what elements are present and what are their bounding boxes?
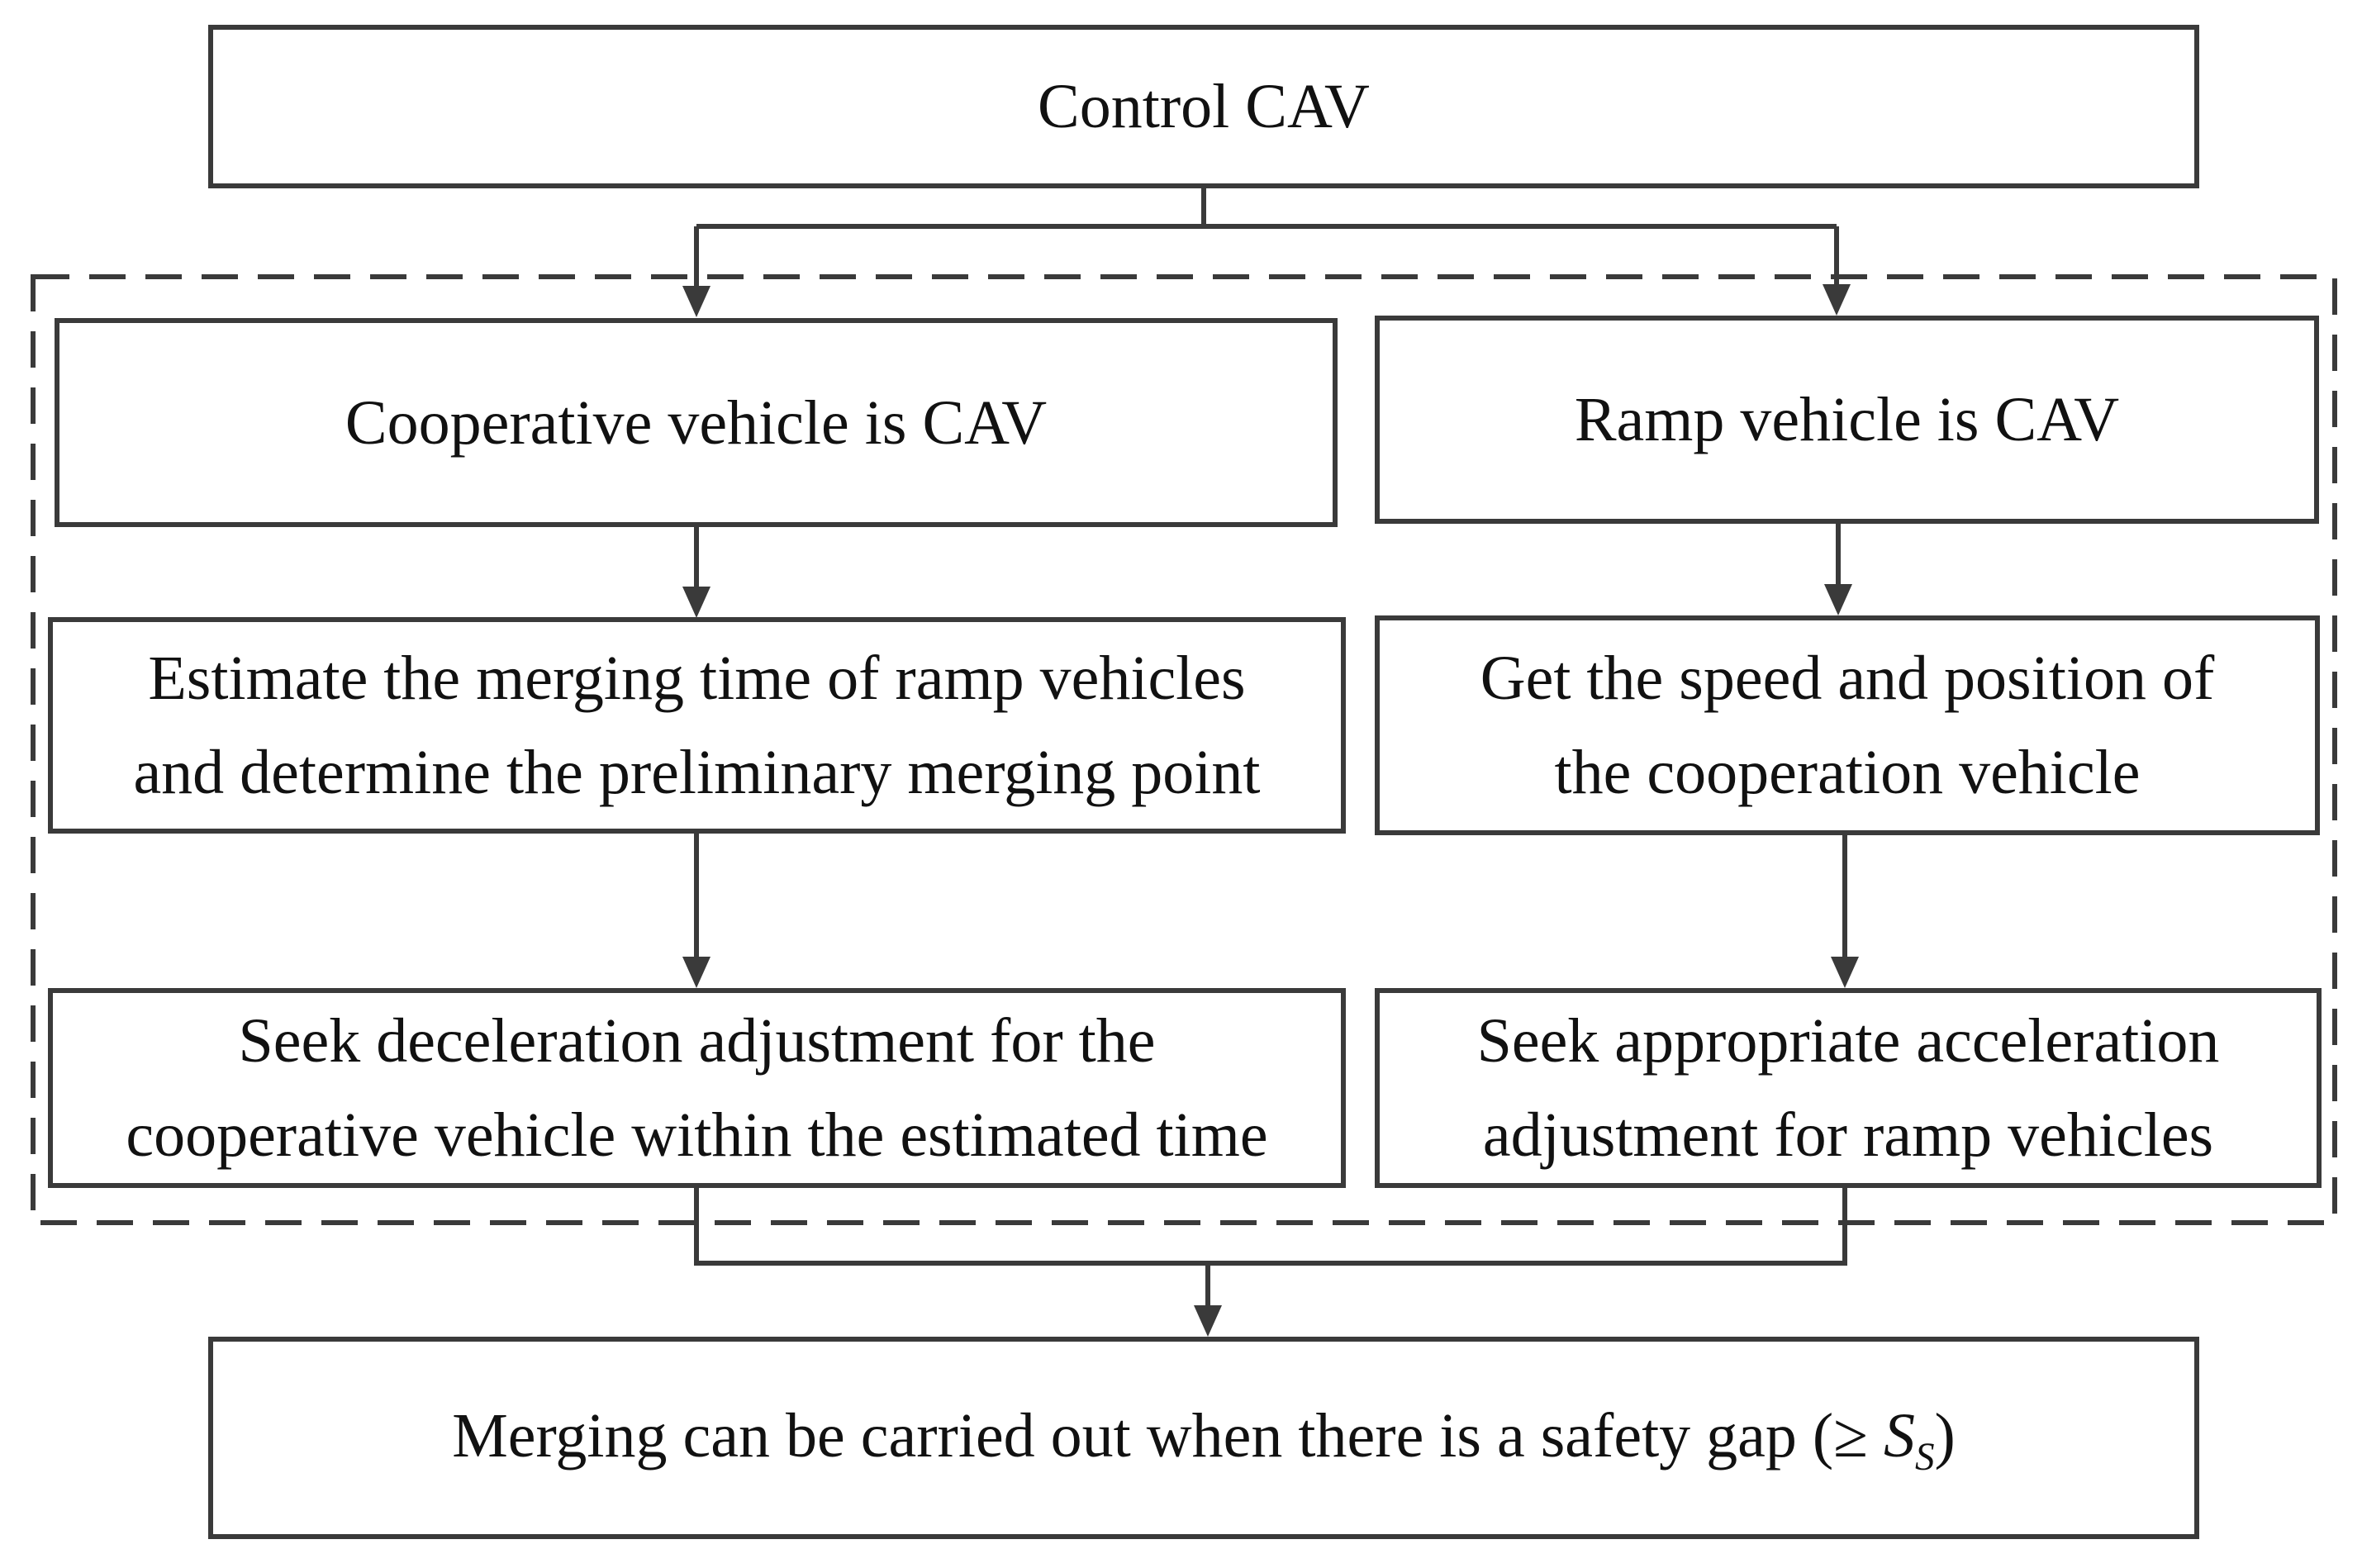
- node-control-cav: Control CAV: [208, 25, 2199, 188]
- node-estimate-merging-time: Estimate the merging time of ramp vehicl…: [48, 617, 1346, 834]
- node-accel-text: Seek appropriate acceleration adjustment…: [1477, 994, 2220, 1182]
- node-ramp-line-1: Ramp vehicle is CAV: [1574, 385, 2120, 454]
- arrow-head: [1194, 1305, 1222, 1337]
- node-estimate-line-2: and determine the preliminary merging po…: [133, 738, 1261, 807]
- node-merging-safety-gap: Merging can be carried out when there is…: [208, 1337, 2199, 1539]
- node-cooperative-vehicle-cav: Cooperative vehicle is CAV: [55, 318, 1338, 527]
- edge-join: [694, 1186, 1847, 1310]
- node-accel-line-2: adjustment for ramp vehicles: [1482, 1100, 2214, 1170]
- arrow-head: [682, 587, 711, 618]
- node-getspeed-line-2: the cooperation vehicle: [1554, 738, 2141, 807]
- node-getspeed-text: Get the speed and position of the cooper…: [1480, 631, 2215, 820]
- node-merge-text-before: Merging can be carried out when there is…: [452, 1401, 1884, 1471]
- node-accel-line-1: Seek appropriate acceleration: [1476, 1006, 2220, 1076]
- node-merge-line-1: Merging can be carried out when there is…: [452, 1389, 1956, 1487]
- safety-gap-symbol: SS: [1883, 1401, 1935, 1479]
- node-decel-line-1: Seek deceleration adjustment for the: [238, 1006, 1156, 1076]
- node-control-cav-line-1: Control CAV: [1038, 72, 1370, 141]
- node-get-speed-position: Get the speed and position of the cooper…: [1375, 615, 2320, 835]
- arrow-head: [1831, 957, 1859, 988]
- arrow-head: [1824, 584, 1852, 615]
- safety-gap-symbol-base: S: [1883, 1401, 1915, 1471]
- group-frame: [31, 274, 2337, 1225]
- node-ramp-vehicle-cav: Ramp vehicle is CAV: [1375, 316, 2319, 524]
- node-decel-line-2: cooperative vehicle within the estimated…: [126, 1100, 1268, 1170]
- node-estimate-line-1: Estimate the merging time of ramp vehicl…: [148, 644, 1246, 713]
- node-coop-line-1: Cooperative vehicle is CAV: [345, 387, 1048, 458]
- edge-control-split: [696, 186, 1837, 229]
- node-decel-text: Seek deceleration adjustment for the coo…: [126, 994, 1267, 1182]
- node-seek-deceleration: Seek deceleration adjustment for the coo…: [48, 988, 1346, 1188]
- safety-gap-symbol-subscript: S: [1914, 1436, 1935, 1480]
- node-getspeed-line-1: Get the speed and position of: [1480, 644, 2215, 713]
- arrow-head: [1823, 284, 1851, 316]
- arrow-head: [682, 957, 711, 988]
- node-seek-acceleration: Seek appropriate acceleration adjustment…: [1375, 988, 2322, 1188]
- arrow-head: [682, 286, 711, 317]
- node-estimate-text: Estimate the merging time of ramp vehicl…: [133, 631, 1260, 820]
- node-merge-text-after: ): [1934, 1401, 1956, 1471]
